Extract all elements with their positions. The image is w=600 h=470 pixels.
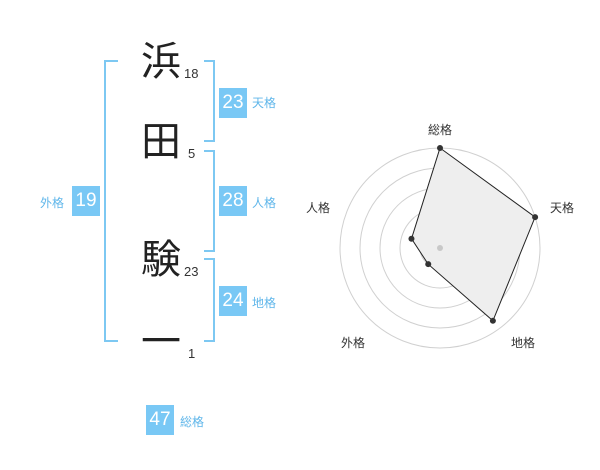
radar-axis-label-chikaku: 地格 [511,336,536,350]
name-char-3: 験 [141,237,181,283]
chikaku-label: 地格 [252,296,277,310]
chikaku-bracket [204,258,215,342]
soukaku-label: 総格 [180,415,205,429]
stroke-count-3: 23 [184,264,199,279]
name-char-4: 一 [141,319,181,365]
radar-axis-label-tenkaku: 天格 [550,201,575,215]
stroke-count-2: 5 [188,146,196,161]
radar-point-4 [425,261,432,268]
gaikaku-bracket [104,60,118,342]
radar-axis-label-gaikaku: 外格 [341,336,366,350]
radar-area [410,147,536,322]
soukaku-value: 47 [146,405,174,435]
gaikaku-label: 外格 [40,196,65,210]
stroke-count-1: 18 [184,66,199,81]
radar-point-1 [437,145,443,151]
jinkaku-label: 人格 [252,196,277,210]
radar-center-dot [437,245,443,251]
jinkaku-bracket [204,150,215,252]
radar-axis-label-jinkaku: 人格 [306,201,331,215]
gaikaku-value: 19 [72,186,100,216]
stroke-count-4: 1 [188,346,196,361]
tenkaku-value: 23 [219,88,247,118]
tenkaku-bracket [204,60,215,142]
radar-point-2 [532,214,539,221]
radar-point-5 [408,235,415,242]
radar-axis-label-soukaku: 総格 [428,123,453,137]
tenkaku-label: 天格 [252,96,277,110]
jinkaku-value: 28 [219,186,247,216]
radar-point-3 [489,317,496,324]
chikaku-value: 24 [219,286,247,316]
name-char-1: 浜 [141,39,181,85]
name-char-2: 田 [141,119,181,165]
